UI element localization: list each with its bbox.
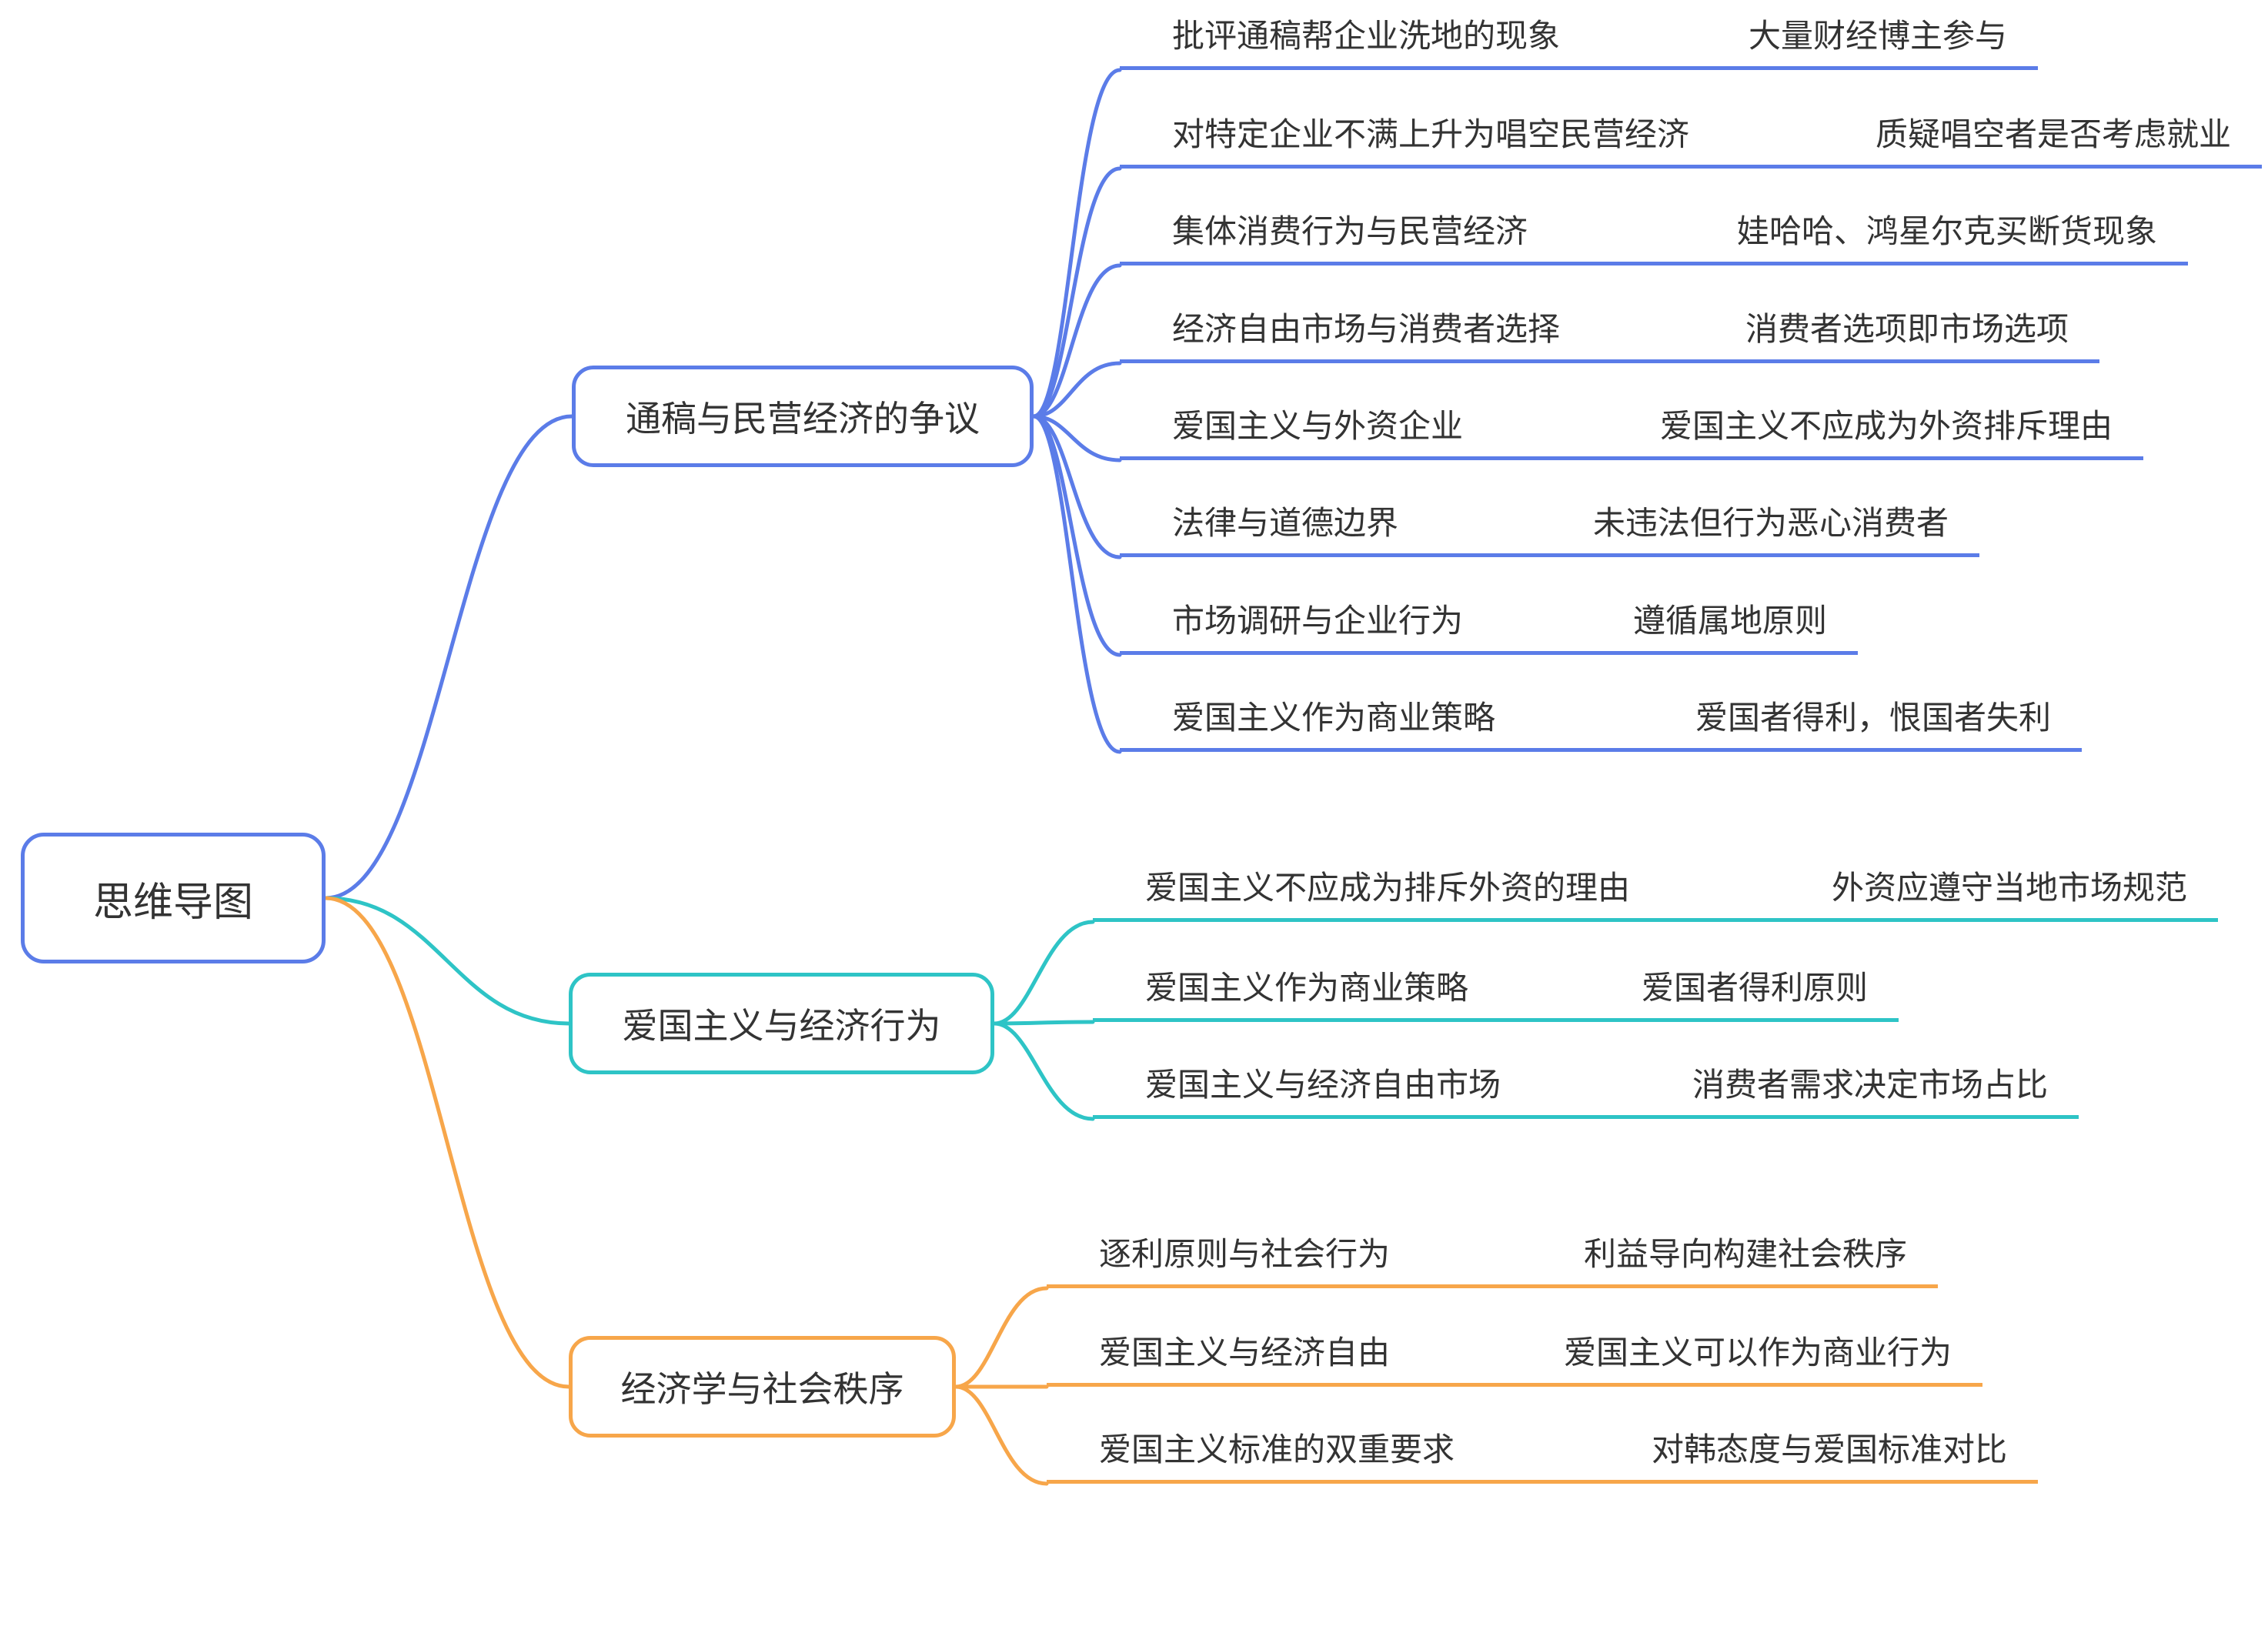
- grandchild-node-label[interactable]: 消费者选项即市场选项: [1745, 311, 2069, 347]
- leaf-row: 市场调研与企业行为 遵循属地原则: [1120, 596, 1858, 655]
- connector-branch1-leaf6: [1031, 414, 1122, 559]
- leaf-row: 爱国主义与经济自由市场 消费者需求决定市场占比: [1093, 1060, 2079, 1119]
- connector-branch1-leaf4: [1031, 361, 1122, 419]
- root-node-label: 思维导图: [92, 880, 253, 925]
- branch-node-label: 经济学与社会秩序: [620, 1369, 904, 1409]
- child-node-label[interactable]: 经济自由市场与消费者选择: [1172, 311, 1561, 347]
- grandchild-node-label[interactable]: 外资应遵守当地市场规范: [1831, 870, 2187, 906]
- child-node-label[interactable]: 法律与道德边界: [1172, 505, 1399, 541]
- grandchild-node-label[interactable]: 未违法但行为恶心消费者: [1592, 505, 1949, 541]
- connector-branch3-leaf3: [954, 1384, 1049, 1486]
- child-node-label[interactable]: 爱国主义与经济自由市场: [1145, 1067, 1501, 1103]
- child-node-label[interactable]: 爱国主义与经济自由: [1099, 1334, 1391, 1371]
- connector-branch1-leaf5: [1031, 414, 1122, 463]
- connector-branch2-leaf2: [992, 1020, 1095, 1026]
- leaf-row: 集体消费行为与民营经济 娃哈哈、鸿星尔克买断货现象: [1120, 207, 2188, 265]
- leaf-row: 逐利原则与社会行为 利益导向构建社会秩序: [1047, 1230, 1938, 1288]
- connector-root-branch3: [323, 896, 571, 1389]
- grandchild-node-label[interactable]: 利益导向构建社会秩序: [1583, 1236, 1907, 1272]
- connector-root-branch2: [323, 896, 571, 1026]
- branch-node-tonggao[interactable]: 通稿与民营经济的争议: [572, 366, 1034, 467]
- child-node-label[interactable]: 批评通稿帮企业洗地的现象: [1172, 18, 1561, 54]
- child-node-label[interactable]: 爱国主义与外资企业: [1172, 408, 1464, 444]
- leaf-row: 爱国主义作为商业策略 爱国者得利，恨国者失利: [1120, 693, 2082, 752]
- child-node-label[interactable]: 逐利原则与社会行为: [1099, 1236, 1391, 1272]
- connector-branch2-leaf1: [992, 920, 1095, 1026]
- branch-node-jingjixue[interactable]: 经济学与社会秩序: [569, 1336, 956, 1438]
- child-node-label[interactable]: 爱国主义不应成为排斥外资的理由: [1145, 870, 1631, 906]
- child-node-label[interactable]: 对特定企业不满上升为唱空民营经济: [1172, 116, 1690, 152]
- leaf-row: 爱国主义作为商业策略 爱国者得利原则: [1093, 963, 1899, 1022]
- leaf-row: 爱国主义标准的双重要求 对韩态度与爱国标准对比: [1047, 1425, 2038, 1484]
- grandchild-node-label[interactable]: 质疑唱空者是否考虑就业: [1875, 116, 2231, 152]
- root-node[interactable]: 思维导图: [21, 833, 326, 963]
- connector-branch2-leaf3: [992, 1021, 1095, 1121]
- leaf-row: 法律与道德边界 未违法但行为恶心消费者: [1120, 499, 1979, 557]
- child-node-label[interactable]: 市场调研与企业行为: [1172, 603, 1464, 639]
- branch-node-label: 爱国主义与经济行为: [622, 1006, 941, 1046]
- leaf-row: 批评通稿帮企业洗地的现象 大量财经博主参与: [1120, 12, 2038, 70]
- grandchild-node-label[interactable]: 遵循属地原则: [1632, 603, 1827, 639]
- child-node-label[interactable]: 爱国主义作为商业策略: [1145, 970, 1469, 1006]
- leaf-row: 经济自由市场与消费者选择 消费者选项即市场选项: [1120, 305, 2099, 363]
- connector-root-branch1: [323, 414, 574, 900]
- connector-branch1-leaf8: [1031, 414, 1122, 754]
- connector-branch3-leaf1: [954, 1286, 1049, 1389]
- leaf-row: 爱国主义不应成为排斥外资的理由 外资应遵守当地市场规范: [1093, 863, 2218, 922]
- grandchild-node-label[interactable]: 爱国主义可以作为商业行为: [1563, 1334, 1952, 1371]
- grandchild-node-label[interactable]: 娃哈哈、鸿星尔克买断货现象: [1736, 213, 2157, 249]
- branch-node-aiguozhuyi[interactable]: 爱国主义与经济行为: [569, 973, 994, 1074]
- grandchild-node-label[interactable]: 消费者需求决定市场占比: [1692, 1067, 2048, 1103]
- connector-branch1-leaf2: [1031, 166, 1122, 419]
- connector-branch1-leaf1: [1031, 68, 1122, 419]
- child-node-label[interactable]: 爱国主义作为商业策略: [1172, 700, 1496, 736]
- connector-branch1-leaf3: [1031, 263, 1122, 419]
- grandchild-node-label[interactable]: 爱国者得利原则: [1641, 970, 1868, 1006]
- child-node-label[interactable]: 集体消费行为与民营经济: [1172, 213, 1528, 249]
- child-node-label[interactable]: 爱国主义标准的双重要求: [1099, 1431, 1455, 1468]
- grandchild-node-label[interactable]: 爱国主义不应成为外资排斥理由: [1659, 408, 2113, 444]
- branch-node-label: 通稿与民营经济的争议: [626, 399, 980, 439]
- leaf-row: 对特定企业不满上升为唱空民营经济 质疑唱空者是否考虑就业: [1120, 110, 2262, 169]
- grandchild-node-label[interactable]: 爱国者得利，恨国者失利: [1695, 700, 2051, 736]
- leaf-row: 爱国主义与外资企业 爱国主义不应成为外资排斥理由: [1120, 402, 2143, 460]
- grandchild-node-label[interactable]: 对韩态度与爱国标准对比: [1651, 1431, 2007, 1468]
- grandchild-node-label[interactable]: 大量财经博主参与: [1748, 18, 2007, 54]
- leaf-row: 爱国主义与经济自由 爱国主义可以作为商业行为: [1047, 1328, 1982, 1387]
